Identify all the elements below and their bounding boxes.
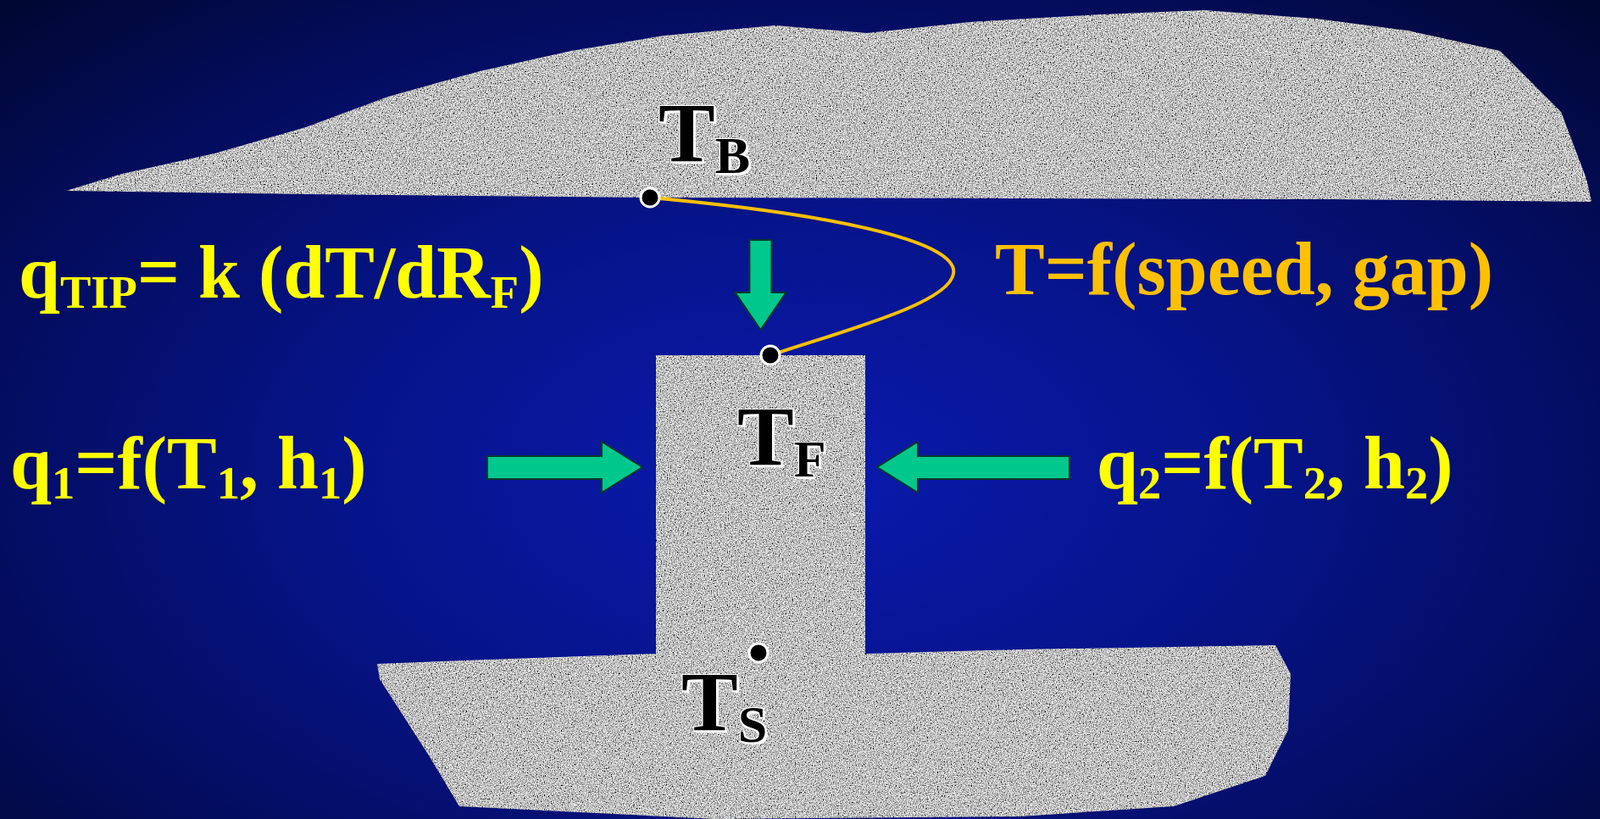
granite-outline	[66, 10, 1592, 202]
subscript: 2	[1303, 456, 1327, 509]
fin: TF	[655, 355, 866, 654]
equation-label: qTIP= k (dT/dRF)	[18, 235, 545, 311]
subscript: 2	[1138, 456, 1162, 509]
sensor-dot	[761, 345, 780, 365]
subscript: 2	[1405, 456, 1428, 509]
granite-shape	[377, 644, 1291, 819]
subscript: 1	[51, 456, 75, 509]
temperature-symbol: TS	[681, 659, 767, 745]
arrow-shape	[735, 239, 787, 330]
temperature-symbol: TB	[658, 90, 750, 176]
temperature-leader	[640, 188, 954, 365]
equation-label: T=f(speed, gap)	[994, 232, 1494, 307]
heat-flux-arrow	[877, 441, 1070, 493]
granite-outline	[377, 644, 1291, 819]
base-surface: TB	[66, 10, 1592, 202]
substrate: TS	[377, 644, 1291, 819]
equation-label: q2=f(T2, h2)	[1096, 426, 1454, 501]
subscript: F	[490, 266, 519, 318]
leader-curve	[650, 197, 954, 356]
equation-label: q1=f(T1, h1)	[10, 426, 367, 501]
temperature-symbol: TF	[737, 394, 827, 479]
heat-flux-arrow	[735, 239, 787, 330]
granite-shape	[66, 10, 1592, 202]
subscript: 1	[216, 456, 240, 509]
sensor-dot	[749, 643, 768, 662]
granite-outline	[655, 355, 866, 654]
subscript: S	[738, 694, 767, 753]
subscript: 1	[318, 456, 342, 509]
subscript: B	[715, 126, 750, 184]
subscript: TIP	[60, 266, 138, 318]
subscript: F	[794, 429, 827, 488]
heat-flux-arrow	[487, 441, 643, 493]
sensor-dot	[640, 188, 660, 207]
